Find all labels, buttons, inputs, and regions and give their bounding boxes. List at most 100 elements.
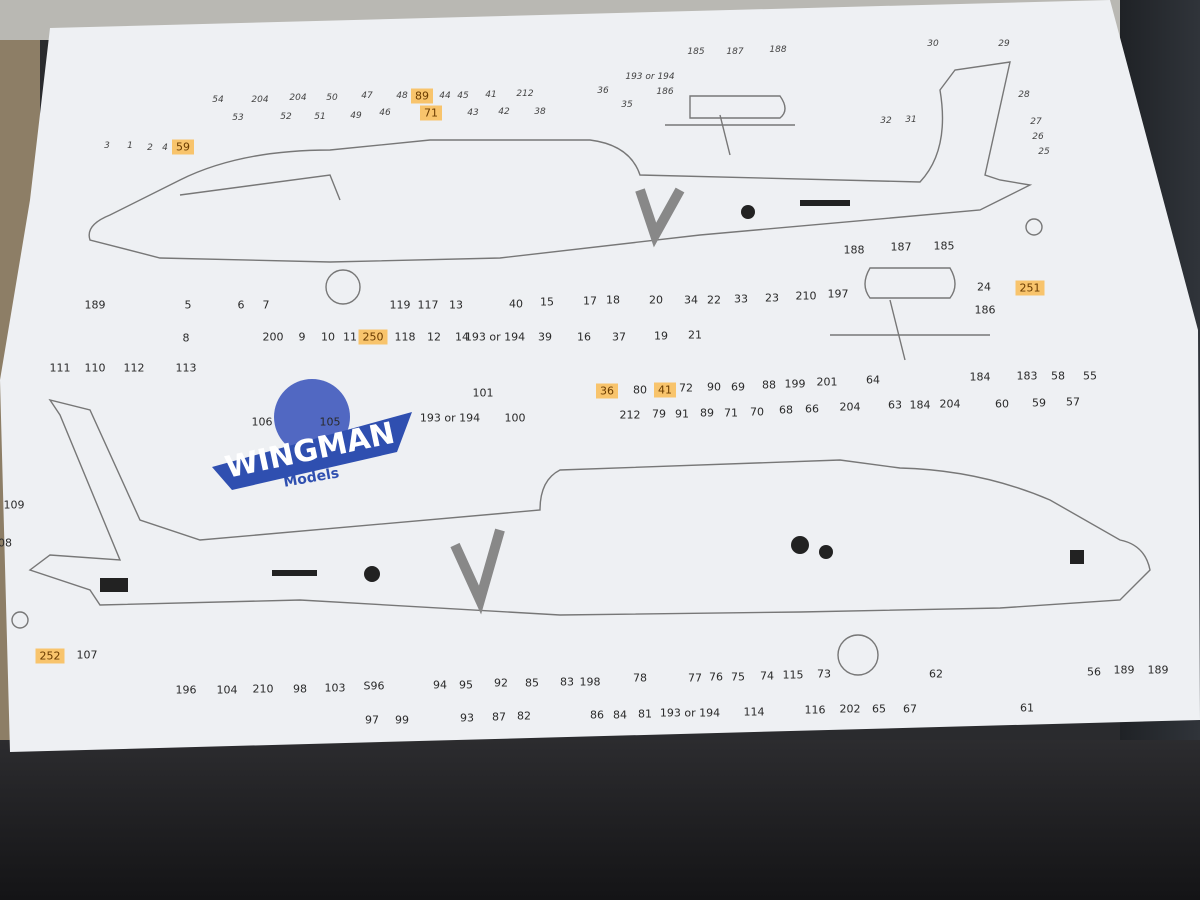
callout-label: 193 or 194 [464, 330, 526, 344]
callout-label: 188 [843, 243, 865, 257]
callout-label: 100 [504, 411, 526, 425]
callout-label: 50 [326, 93, 338, 103]
callout-label: 64 [866, 373, 880, 387]
callout-label: 20 [649, 293, 663, 307]
callout-label: 85 [525, 676, 539, 690]
pilot-emblem-icon: WINGMAN Models [212, 379, 412, 491]
callout-label: 91 [675, 407, 689, 421]
callout-label: 7 [262, 298, 270, 312]
callout-label: 84 [613, 708, 627, 722]
callout-label: 185 [687, 47, 705, 57]
callout-label: 26 [1032, 132, 1044, 142]
callout-label: 13 [449, 298, 463, 312]
callout-label: 197 [827, 287, 849, 301]
callout-label: 6 [237, 298, 245, 312]
callout-label: 37 [612, 330, 626, 344]
callout-label: 99 [395, 713, 409, 727]
callout-label: 24 [977, 280, 991, 294]
callout-label: 106 [251, 415, 273, 429]
callout-label: 204 [289, 93, 307, 103]
callout-label: S96 [363, 679, 385, 693]
callout-label: 19 [654, 329, 668, 343]
highlighted-callout-label: 36 [596, 383, 618, 399]
callout-label: 54 [212, 95, 224, 105]
callout-label: 80 [633, 383, 647, 397]
callout-label: 4 [162, 143, 168, 153]
highlighted-callout-label: 59 [172, 139, 194, 155]
callout-label: 46 [379, 108, 391, 118]
callout-label: 196 [175, 683, 197, 697]
v-marking-upper [635, 187, 685, 248]
callout-label: 43 [467, 108, 479, 118]
callout-label: 58 [1051, 369, 1065, 383]
callout-label: 193 or 194 [659, 706, 721, 720]
callout-label: 76 [709, 670, 723, 684]
callout-label: 187 [726, 47, 744, 57]
callout-label: 101 [472, 386, 494, 400]
callout-label: 198 [579, 675, 601, 689]
callout-label: 38 [534, 107, 546, 117]
callout-label: 53 [232, 113, 244, 123]
callout-label: 14 [455, 330, 469, 344]
callout-label: 61 [1020, 701, 1034, 715]
callout-label: 17 [583, 294, 597, 308]
callout-label: 112 [123, 361, 145, 375]
callout-label: 107 [76, 648, 98, 662]
callout-label: 8 [182, 331, 190, 345]
callout-label: 94 [433, 678, 447, 692]
roundel-upper [741, 205, 755, 219]
callout-label: 63 [888, 398, 902, 412]
callout-label: 186 [974, 303, 996, 317]
callout-label: 44 [439, 91, 451, 101]
callout-label: 183 [1016, 369, 1038, 383]
callout-label: 15 [540, 295, 554, 309]
upper-helicopter-drawing [88, 61, 1043, 361]
callout-label: 200 [262, 330, 284, 344]
callout-label: 115 [782, 668, 804, 682]
callout-label: 204 [939, 397, 961, 411]
callout-label: 204 [839, 400, 861, 414]
callout-label: 23 [765, 291, 779, 305]
v-marking-lower [450, 528, 505, 615]
roundel-lower [364, 566, 380, 582]
callout-label: 16 [577, 330, 591, 344]
callout-label: 68 [779, 403, 793, 417]
callout-label: 114 [743, 705, 765, 719]
callout-label: 32 [880, 116, 892, 126]
callout-label: 41 [485, 90, 497, 100]
callout-label: 1 [127, 141, 133, 151]
callout-label: 72 [679, 381, 693, 395]
callout-label: 79 [652, 407, 666, 421]
callout-label: 193 or 194 [419, 411, 481, 425]
callout-label: 86 [590, 708, 604, 722]
callout-label: 25 [1038, 147, 1050, 157]
callout-label: 5 [184, 298, 192, 312]
callout-label: 29 [998, 39, 1010, 49]
callout-label: 11 [343, 330, 357, 344]
callout-label: 118 [394, 330, 416, 344]
callout-label: 33 [734, 292, 748, 306]
lower-helicopter-drawing [11, 398, 1151, 676]
callout-label: 75 [731, 670, 745, 684]
callout-label: 81 [638, 707, 652, 721]
callout-label: 189 [1147, 663, 1169, 677]
callout-label: 08 [0, 536, 12, 550]
callout-label: 117 [417, 298, 439, 312]
callout-label: 193 or 194 [625, 72, 675, 82]
callout-label: 42 [498, 107, 510, 117]
callout-label: 110 [84, 361, 106, 375]
callout-label: 97 [365, 713, 379, 727]
callout-label: 119 [389, 298, 411, 312]
callout-label: 59 [1032, 396, 1046, 410]
callout-label: 189 [1113, 663, 1135, 677]
callout-label: 65 [872, 702, 886, 716]
callout-label: 12 [427, 330, 441, 344]
callout-label: 21 [688, 328, 702, 342]
callout-label: 109 [3, 498, 25, 512]
wingman-models-logo: WINGMAN Models [212, 372, 412, 497]
callout-label: 56 [1087, 665, 1101, 679]
highlighted-callout-label: 251 [1015, 280, 1045, 296]
callout-label: 89 [700, 406, 714, 420]
callout-label: 73 [817, 667, 831, 681]
callout-label: 57 [1066, 395, 1080, 409]
